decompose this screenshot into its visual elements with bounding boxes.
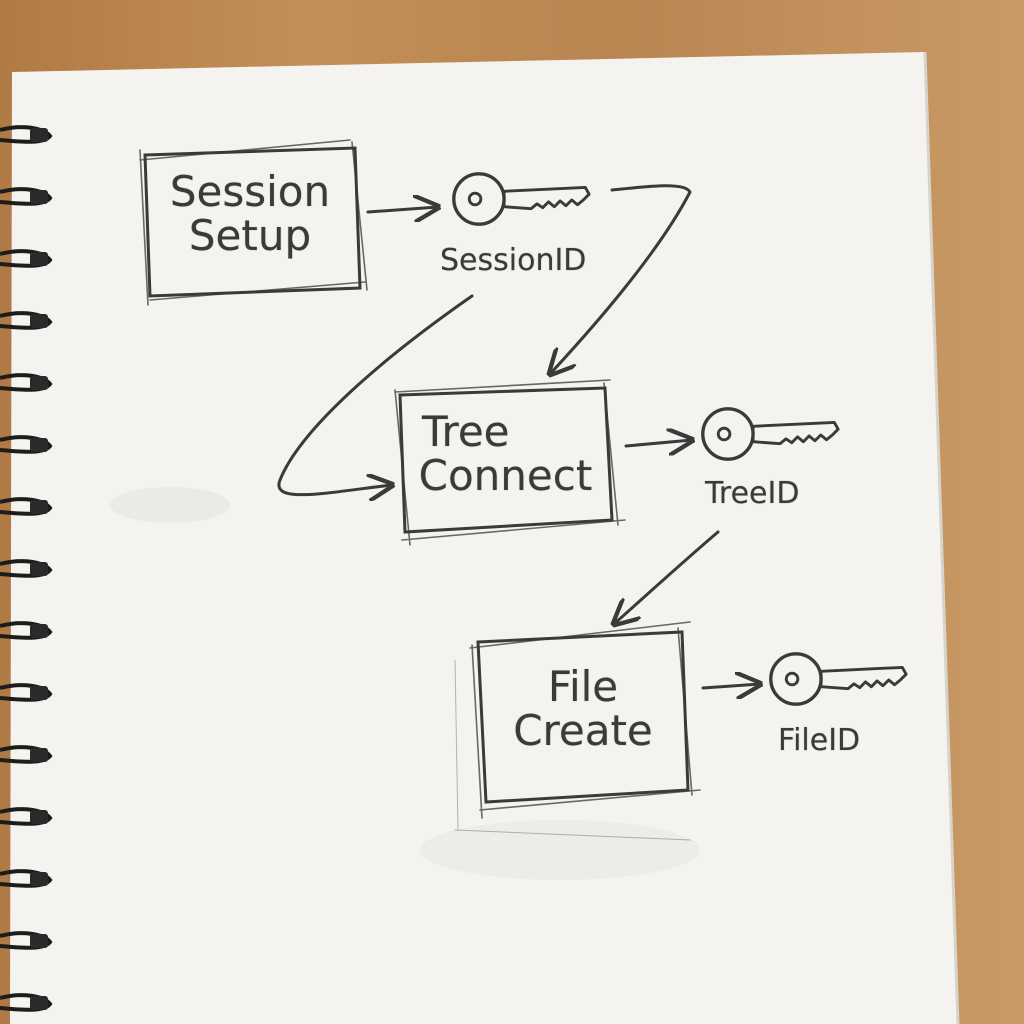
file-create-label: File Create [488, 662, 678, 756]
spiral-coil [0, 745, 53, 764]
spiral-hole [30, 934, 48, 948]
tree-connect-box [394, 379, 626, 546]
file-create-label-line2: Create [513, 706, 653, 756]
spiral-hole [30, 748, 48, 762]
spiral-hole [30, 190, 48, 204]
session-setup-label-line2: Setup [188, 211, 312, 261]
spiral-coil [0, 311, 53, 330]
spiral-coil [0, 497, 53, 516]
spiral-hole [30, 996, 48, 1010]
spiral-hole [30, 376, 48, 390]
tree-connect-label: Tree Connect [408, 407, 603, 501]
spiral-hole [30, 562, 48, 576]
session-setup-label: Session Setup [150, 167, 350, 261]
tree-id-label: TreeID [705, 476, 800, 511]
spiral-coil [0, 931, 53, 950]
spiral-coil [0, 559, 53, 578]
spiral-coil [0, 435, 53, 454]
spiral-hole [30, 438, 48, 452]
tree-connect-label-line1: Tree [422, 407, 510, 456]
arrow-tree-connect-to-treeid [624, 440, 692, 446]
spiral-hole [30, 872, 48, 886]
spiral-binding [0, 125, 53, 1012]
session-id-label: SessionID [440, 243, 587, 278]
spiral-hole [30, 252, 48, 266]
arrow-session-to-sessionid [366, 207, 438, 212]
tree-connect-label-line2: Connect [418, 451, 593, 501]
spiral-hole [30, 810, 48, 824]
session-setup-label-line1: Session [169, 167, 331, 216]
spiral-hole [30, 686, 48, 700]
spiral-hole [30, 500, 48, 514]
spiral-hole [30, 128, 48, 142]
spiral-coil [0, 187, 53, 206]
spiral-coil [0, 869, 53, 888]
arrow-treeid-to-file-create [614, 530, 720, 624]
spiral-coil [0, 249, 53, 268]
file-id-label: FileID [778, 723, 861, 758]
notebook-page [10, 51, 960, 1024]
arrow-file-create-to-fileid [701, 684, 760, 688]
spiral-coil [0, 373, 53, 392]
spiral-coil [0, 125, 53, 144]
arrow-sessionid-to-tree-connect [550, 184, 692, 374]
spiral-hole [30, 314, 48, 328]
spiral-hole [30, 624, 48, 638]
spiral-coil [0, 993, 53, 1012]
spiral-coil [0, 621, 53, 640]
session-setup-box [139, 139, 368, 306]
spiral-coil [0, 807, 53, 826]
file-create-box [454, 621, 701, 841]
file-create-label-line1: File [547, 662, 619, 711]
arrow-loop-to-tree-connect [277, 294, 474, 495]
spiral-coil [0, 683, 53, 702]
